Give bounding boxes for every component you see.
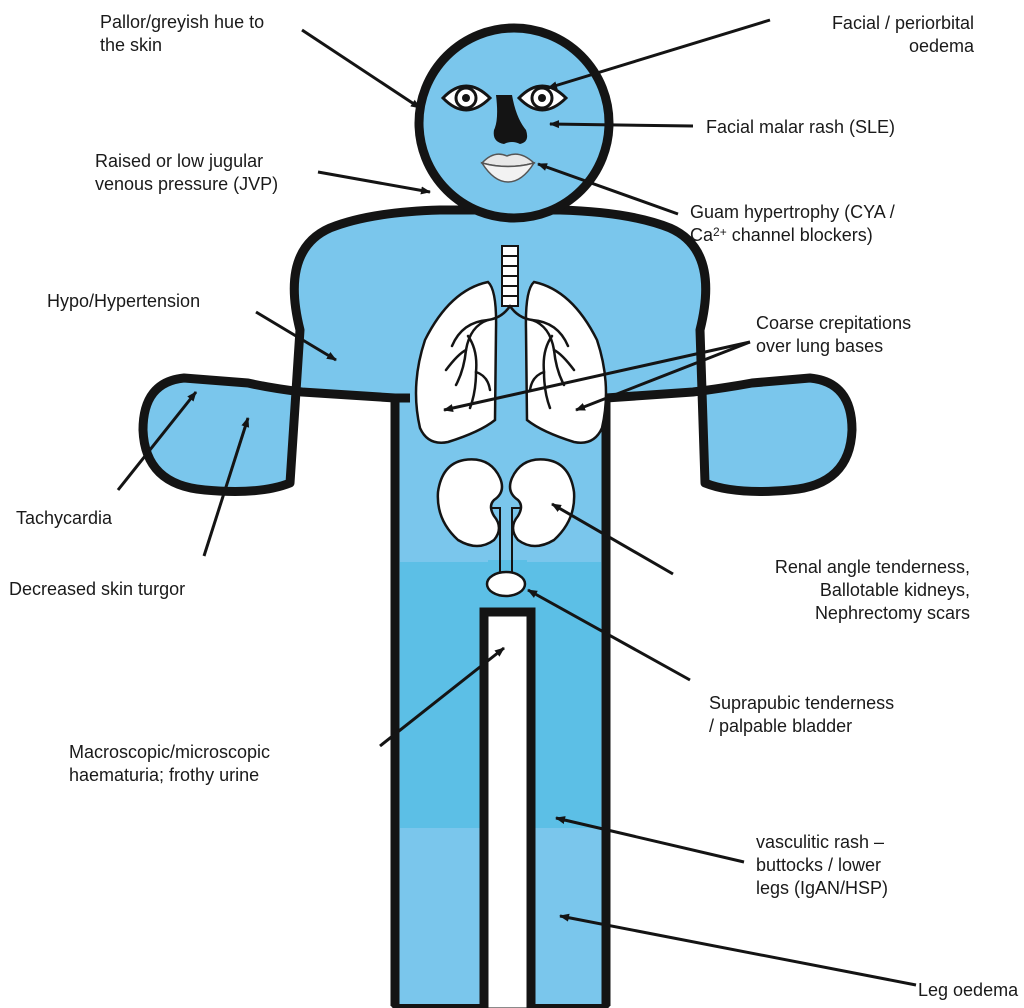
bladder: [487, 572, 525, 596]
arrow-leg-oedema: [560, 916, 916, 985]
label-malar-rash: Facial malar rash (SLE): [706, 116, 895, 139]
label-renal: Renal angle tenderness, Ballotable kidne…: [775, 556, 970, 625]
trachea: [502, 246, 518, 306]
arrow-jvp: [318, 172, 430, 192]
label-jvp: Raised or low jugular venous pressure (J…: [95, 150, 278, 196]
label-skin-turgor: Decreased skin turgor: [9, 578, 185, 601]
crotch-gap: [484, 612, 531, 1008]
label-tachycardia: Tachycardia: [16, 507, 112, 530]
lower-leg-left: [399, 830, 480, 1004]
label-leg-oedema: Leg oedema: [918, 979, 1018, 1002]
label-crepitations: Coarse crepitations over lung bases: [756, 312, 911, 358]
label-pallor: Pallor/greyish hue to the skin: [100, 11, 264, 57]
body-outline: [143, 210, 852, 1008]
label-suprapubic: Suprapubic tenderness / palpable bladder: [709, 692, 894, 738]
label-vasculitic-rash: vasculitic rash – buttocks / lower legs …: [756, 831, 888, 900]
arrow-malar-rash: [550, 124, 693, 126]
arrow-pallor: [302, 30, 420, 108]
label-hypertension: Hypo/Hypertension: [47, 290, 200, 313]
label-haematuria: Macroscopic/microscopic haematuria; frot…: [69, 741, 270, 787]
label-facial-oedema: Facial / periorbital oedema: [832, 12, 974, 58]
label-gum-hypertrophy: Guam hypertrophy (CYA / Ca2+ channel blo…: [690, 201, 895, 247]
